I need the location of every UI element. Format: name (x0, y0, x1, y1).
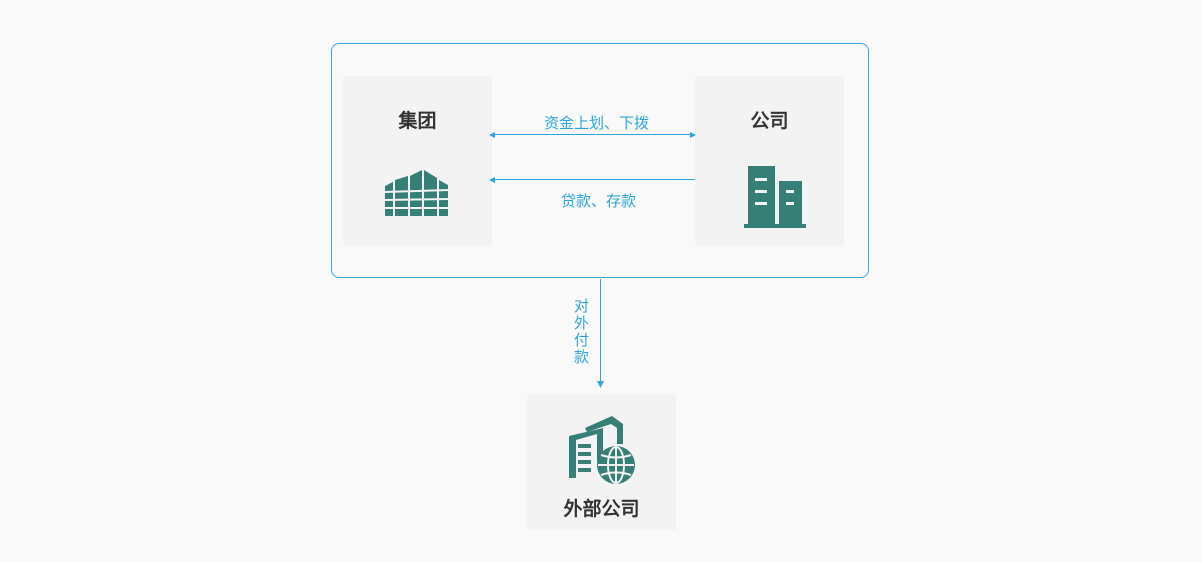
company-node: 公司 (695, 76, 844, 246)
loan-arrow (494, 179, 695, 180)
external-title: 外部公司 (563, 498, 640, 520)
external-node: 外部公司 (527, 394, 676, 530)
payment-label-char: 对 (574, 297, 590, 315)
loan-arrowhead (489, 177, 495, 183)
payment-arrowhead (597, 381, 604, 388)
loan-label: 贷款、存款 (561, 192, 637, 210)
payment-label-char: 外 (574, 314, 590, 332)
company-title: 公司 (750, 110, 789, 132)
allocate-arrowheads (489, 132, 696, 138)
allocate-label: 资金上划、下拨 (544, 114, 650, 132)
payment-label-char: 付 (574, 331, 590, 349)
internal-boundary (331, 43, 869, 278)
allocate-arrow (494, 134, 691, 135)
company-building-icon (744, 166, 806, 228)
group-title: 集团 (398, 110, 437, 132)
payment-label-char: 款 (574, 348, 590, 366)
office-building-icon (385, 170, 449, 216)
payment-label: 对 外 付 款 (574, 298, 590, 366)
global-building-icon (569, 416, 635, 484)
payment-arrow (600, 279, 601, 383)
group-node: 集团 (343, 76, 492, 246)
